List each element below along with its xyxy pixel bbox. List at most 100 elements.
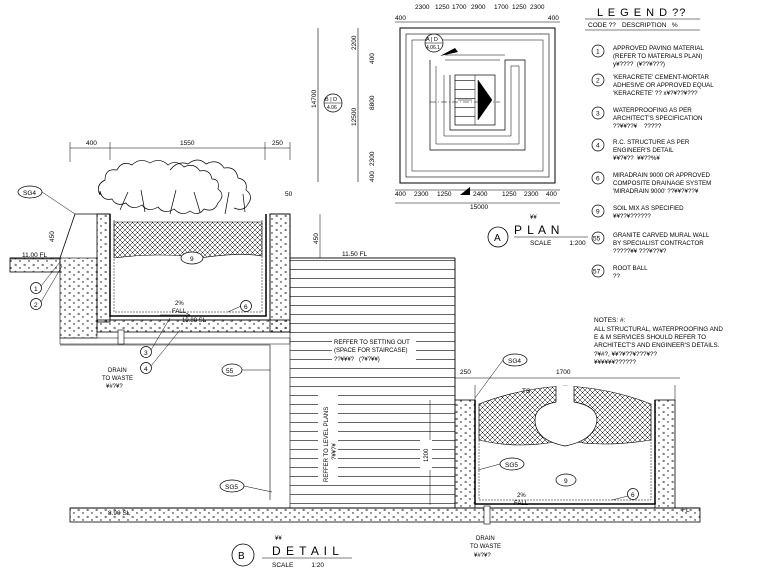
legend-description-line: 'MIRADRAIN 9000' ??¥¥?¥??¥ <box>613 188 699 195</box>
plan-title-block: A ¥¥ P L A N SCALE 1:200 <box>487 215 588 248</box>
drain-left-1: DRAIN <box>108 368 127 374</box>
legend-description-line: ??¥¥??¥ ????? <box>613 123 662 130</box>
notes-line-5: ¥¥¥¥¥¥?????? <box>594 359 637 366</box>
plan-dim-bottom-2: 2300 <box>414 191 429 198</box>
drain-right-2: TO WASTE <box>470 544 501 550</box>
detail-dim-50: 50 <box>285 191 293 198</box>
legend-code-circle <box>591 204 605 218</box>
plan-dim-bottom-total: 15000 <box>470 204 488 211</box>
legend-code-circle <box>591 138 605 152</box>
notes-line-4: ?¥#?, ¥¥?¥??¥???¥?? <box>594 351 658 358</box>
detail-title-block: B ¥¥ D E T A I L SCALE 1:20 <box>231 536 352 569</box>
tag-4: 4 <box>140 329 181 374</box>
tag-9-right-label: 9 <box>564 478 568 485</box>
plan-dim-top-7: 1250 <box>512 4 527 11</box>
tag-sg4-left-label: SG4 <box>23 190 36 197</box>
legend-description-line: ¥¥?¥?? ¥¥??%¥ <box>613 155 660 162</box>
tag-sg4-left: SG4 <box>17 185 76 215</box>
legend-code: 1 <box>596 49 600 56</box>
plan-dim-top-2: 2300 <box>415 4 430 11</box>
legend-desc-header: DESCRIPTION % <box>622 22 678 29</box>
fall-left-word: FALL <box>172 309 187 315</box>
tag-6-right: 6 <box>611 488 639 501</box>
legend-description-line: ROOT BALL <box>613 265 648 272</box>
plan-dim-left-3: 12500 <box>351 108 358 126</box>
plan-dim-top-5: 2900 <box>471 4 486 11</box>
legend-code-circle <box>591 73 605 87</box>
ref-a-top: A | D <box>426 37 438 43</box>
tag-55: 55 <box>221 363 270 377</box>
tag-4-label: 4 <box>144 366 148 373</box>
notes: NOTES: #: ALL STRUCTURAL, WATERPROOFING … <box>594 317 723 366</box>
plan-dim-top-1: 400 <box>395 15 406 22</box>
tag-3: 3 <box>140 317 171 358</box>
detail-dim-1550: 1550 <box>180 140 195 147</box>
tag-sg4-right: SG4 <box>474 353 528 399</box>
plan-dim-left-total: 14700 <box>311 90 318 108</box>
plan-top-dims: 400 2300 1250 1700 2900 1700 1250 2300 4… <box>395 4 559 22</box>
plan-dim-left-4: 8800 <box>369 95 376 110</box>
ref-b-bottom: 4.06 <box>327 105 337 111</box>
detail-dim-250: 250 <box>272 140 283 147</box>
tag-2: 2 <box>30 265 63 310</box>
legend-code: 4 <box>596 143 600 150</box>
legend-title: L E G E N D ?? <box>597 7 686 19</box>
legend-code-header: CODE ?? <box>588 22 616 29</box>
legend-description-line: ?? <box>613 273 620 280</box>
legend-code: 9 <box>596 209 600 216</box>
detail-scale: SCALE 1:20 <box>272 562 324 569</box>
plan-dim-left-2: 400 <box>369 53 376 64</box>
plan-dim-bottom-7: 400 <box>546 191 557 198</box>
level-sl-left: 10.80 SL <box>182 318 207 324</box>
notes-line-2: E & M SERVICES SHOULD REFER TO <box>594 334 706 341</box>
detail-dim-450-stair: 450 <box>313 233 320 244</box>
plan-dim-bottom-6: 2300 <box>524 191 539 198</box>
drain-right-3: ¥#?¥? <box>474 553 491 559</box>
legend-description-line: ADHESIVE OR APPROVED EQUAL <box>613 82 714 89</box>
detail-dim-1700: 1700 <box>556 369 571 376</box>
detail-section: 400 1550 250 50 450 450 11.00 FL <box>9 140 701 569</box>
plan-dim-top-6: 1700 <box>494 4 509 11</box>
detail-dim-400: 400 <box>86 140 97 147</box>
plan-section-ref-a: A | D 4.06.1 <box>424 33 444 53</box>
fall-left-pct: 2% <box>175 301 184 307</box>
fall-right-word: FALL <box>514 501 529 507</box>
plan-dim-top-4: 1700 <box>452 4 467 11</box>
plan-dim-left-5: 2300 <box>369 151 376 166</box>
plan-dim-left-6: 400 <box>369 171 376 182</box>
plan-title: P L A N <box>514 223 560 237</box>
legend-description-line: MIRADRAIN 9000 OR APPROVED <box>613 172 710 179</box>
tag-9-left-label: 9 <box>190 256 194 263</box>
legend-description-line: 'KERACRETE' ?? x¥?¥??¥??? <box>613 90 698 97</box>
tag-9-right: 9 <box>555 473 577 487</box>
tag-1: 1 <box>30 261 61 294</box>
plan-label-small: ¥¥ <box>530 215 537 221</box>
legend-description-line: COMPOSITE DRAINAGE SYSTEM <box>613 180 711 187</box>
tag-55-label: 55 <box>226 368 234 375</box>
plan-scale: SCALE 1:200 <box>530 240 586 247</box>
plan-dim-top-8: 2300 <box>530 4 545 11</box>
tag-sg4-right-label: SG4 <box>508 358 521 365</box>
plan-marker: A <box>494 233 501 244</box>
legend-code-circle <box>591 231 605 245</box>
legend-code-circle <box>591 264 605 278</box>
legend-code-circle <box>591 44 605 58</box>
ref-a-bottom: 4.06.1 <box>426 45 440 51</box>
fall-right-pct: 2% <box>517 493 526 499</box>
level-ts-right: TS <box>522 388 531 395</box>
legend-description-line: ?????¥¥ ???¥??¥? <box>613 248 667 255</box>
detail-marker: B <box>238 551 245 562</box>
legend-code: 55 <box>593 236 601 243</box>
legend-description-line: BY SPECIALIST CONTRACTOR <box>613 240 704 247</box>
level-sl-bottom: 8.90 SL <box>108 510 131 517</box>
legend-description-line: ARCHITECT'S SPECIFICATION <box>613 115 702 122</box>
legend-description-line: (REFER TO MATERIALS PLAN) <box>613 53 702 60</box>
level-fl-stair: 11.50 FL <box>342 251 368 258</box>
legend-description-line: ENGINEER'S DETAIL <box>613 147 674 154</box>
tag-sg5-right: SG5 <box>477 457 525 471</box>
detail-title: D E T A I L <box>272 544 340 558</box>
level-fl-right: FL <box>682 507 690 514</box>
detail-dim-450-left: 450 <box>49 231 56 242</box>
legend-description-line: ¥¥??¥?????? <box>613 213 651 220</box>
tag-6-left: 6 <box>227 300 252 313</box>
